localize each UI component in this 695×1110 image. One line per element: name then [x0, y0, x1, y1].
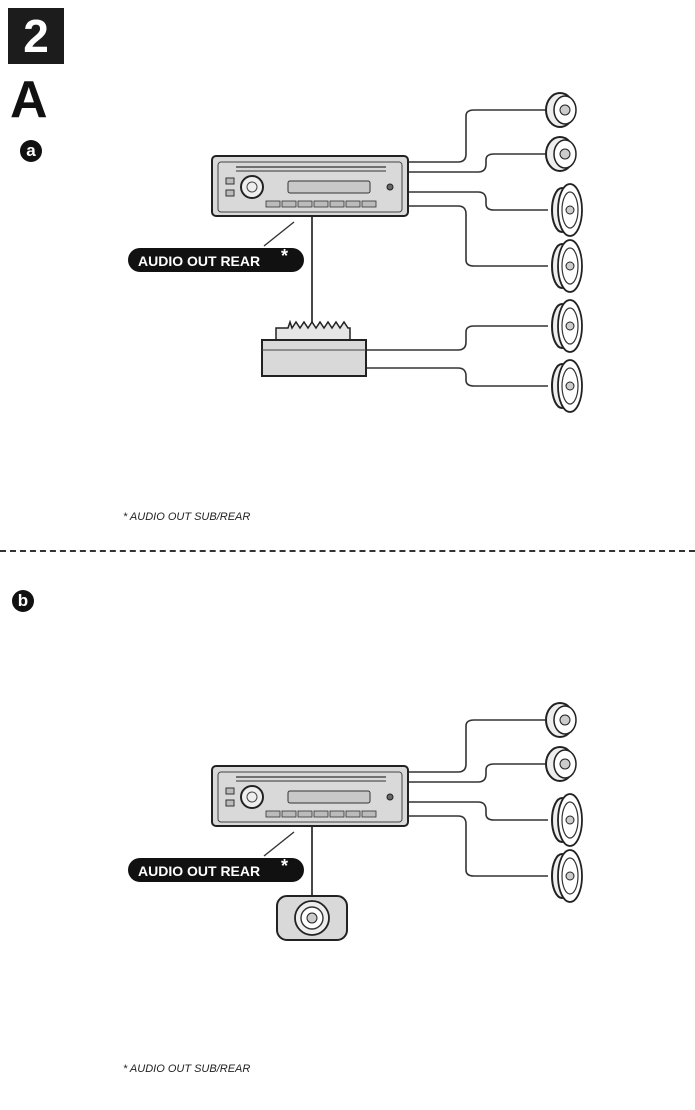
- wiring-diagram-a: AUDIO OUT REAR *: [128, 92, 583, 413]
- sub-badge-b: b: [12, 590, 34, 612]
- speaker-tweeter-a2: [545, 136, 577, 172]
- footnote-a: * AUDIO OUT SUB/REAR: [123, 511, 251, 523]
- output-asterisk-b: *: [281, 856, 288, 876]
- output-callout-b: AUDIO OUT REAR *: [128, 831, 304, 882]
- power-amplifier-a: [261, 319, 367, 377]
- speaker-wires-a: [366, 109, 548, 387]
- output-callout-a: AUDIO OUT REAR *: [128, 221, 304, 272]
- wiring-diagram-b: AUDIO OUT REAR *: [128, 702, 583, 941]
- car-stereo-unit-b: [211, 765, 409, 827]
- section-separator: [0, 550, 695, 552]
- step-number-box: 2: [8, 8, 64, 64]
- speaker-oval-a4: [551, 359, 583, 413]
- speaker-tweeter-a1: [545, 92, 577, 128]
- sub-badge-a: a: [20, 140, 42, 162]
- subwoofer-b: [276, 895, 348, 941]
- speaker-tweeter-b2: [545, 746, 577, 782]
- speaker-oval-b2: [551, 849, 583, 903]
- output-asterisk-a: *: [281, 246, 288, 266]
- section-letter: A: [10, 71, 48, 129]
- speaker-oval-a3: [551, 299, 583, 353]
- speaker-tweeter-b1: [545, 702, 577, 738]
- speaker-oval-a2: [551, 239, 583, 293]
- speaker-wires-b: [408, 719, 548, 877]
- speaker-oval-b1: [551, 793, 583, 847]
- output-label-a: AUDIO OUT REAR: [138, 253, 260, 269]
- output-label-b: AUDIO OUT REAR: [138, 863, 260, 879]
- footnote-b: * AUDIO OUT SUB/REAR: [123, 1063, 251, 1075]
- speaker-oval-a1: [551, 183, 583, 237]
- car-stereo-unit-a: [211, 155, 409, 217]
